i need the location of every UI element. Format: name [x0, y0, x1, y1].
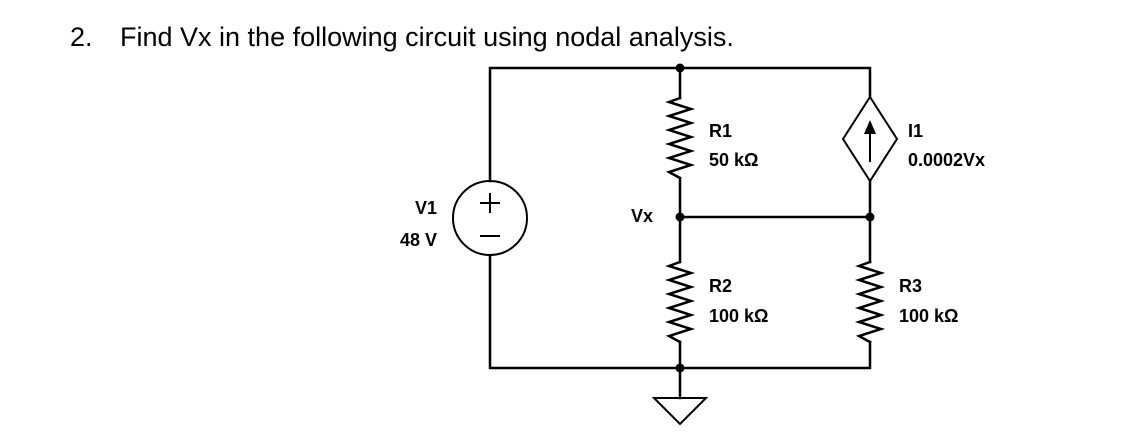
question-text: 2. Find Vx in the following circuit using…: [70, 22, 734, 53]
voltage-source-v1: [452, 180, 528, 256]
vx-node-label: Vx: [631, 206, 653, 226]
r3-name-label: R3: [899, 276, 922, 296]
voltage-source-symbol: [452, 180, 528, 256]
ground-icon: [651, 397, 709, 426]
dependent-current-source-i1: [841, 95, 899, 183]
r3-value-label: 100 kΩ: [899, 306, 958, 326]
diamond-source-symbol: [841, 95, 899, 183]
v1-name-label: V1: [415, 198, 437, 218]
i1-name-label: I1: [908, 121, 923, 141]
junction-top: [675, 63, 685, 73]
r1-name-label: R1: [709, 121, 732, 141]
wires: [488, 66, 872, 400]
junction-bottom: [675, 363, 685, 373]
question-number: 2.: [70, 22, 93, 52]
r2-name-label: R2: [709, 276, 732, 296]
junction-right: [865, 212, 875, 222]
resistor-r1: [664, 96, 696, 180]
junction-vx: [675, 212, 685, 222]
question-prompt: Find Vx in the following circuit using n…: [120, 22, 734, 52]
i1-value-label: 0.0002Vx: [908, 150, 985, 170]
v1-value-label: 48 V: [400, 230, 437, 250]
resistor-r2: [664, 260, 696, 344]
r1-value-label: 50 kΩ: [709, 150, 758, 170]
resistor-r3: [854, 260, 886, 344]
r2-value-label: 100 kΩ: [709, 306, 768, 326]
